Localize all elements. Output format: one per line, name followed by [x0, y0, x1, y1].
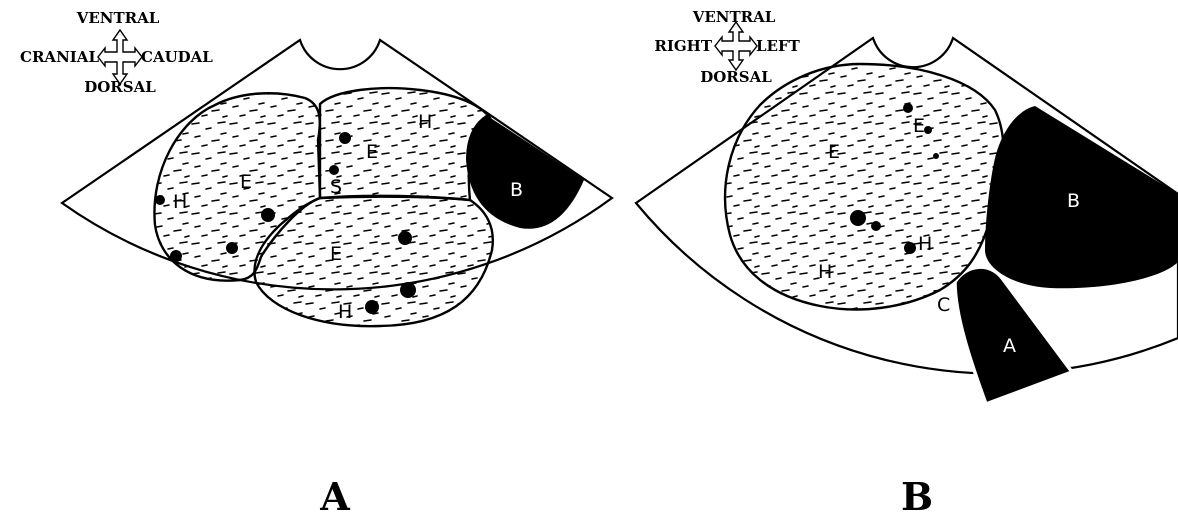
label-e-center: E	[828, 141, 840, 163]
orient-left: CRANIAL	[20, 48, 99, 66]
four-way-arrow-icon	[715, 22, 757, 70]
label-e-2: E	[366, 141, 378, 163]
label-h-1: H	[173, 191, 187, 213]
orientation-key-b: VENTRAL RIGHT LEFT DORSAL	[654, 8, 800, 86]
kidney-a	[154, 88, 492, 326]
orient-right: LEFT	[756, 37, 801, 55]
orient-right: CAUDAL	[141, 48, 213, 66]
label-h-left: H	[818, 261, 832, 283]
label-b-bladder: B	[1067, 190, 1080, 212]
kidney-b	[725, 64, 1003, 309]
top-kidney-lobe	[320, 88, 490, 200]
panel-a: H E E H S E H B VENTRAL CRANIAL CAUDAL D…	[20, 9, 612, 519]
label-h-2: H	[418, 111, 432, 133]
panel-b: E E H H B A C VENTRAL RIGHT LEFT DORSAL …	[636, 8, 1178, 519]
label-e-top: E	[913, 115, 925, 137]
label-b-bladder: B	[510, 179, 523, 201]
label-c: C	[937, 294, 950, 316]
orientation-key-a: VENTRAL CRANIAL CAUDAL DORSAL	[20, 9, 213, 96]
label-a-aorta: A	[1003, 335, 1016, 357]
orient-left: RIGHT	[654, 37, 712, 55]
four-way-arrow-icon	[98, 30, 142, 84]
panel-caption-a: A	[319, 474, 350, 519]
panel-caption-b: B	[901, 474, 933, 519]
label-e-3: E	[330, 243, 342, 265]
orient-top: VENTRAL	[692, 8, 776, 26]
label-h-3: H	[338, 301, 352, 323]
label-s: S	[330, 176, 342, 198]
orient-top: VENTRAL	[76, 9, 160, 27]
label-h-right: H	[918, 233, 932, 255]
label-e-1: E	[240, 171, 252, 193]
